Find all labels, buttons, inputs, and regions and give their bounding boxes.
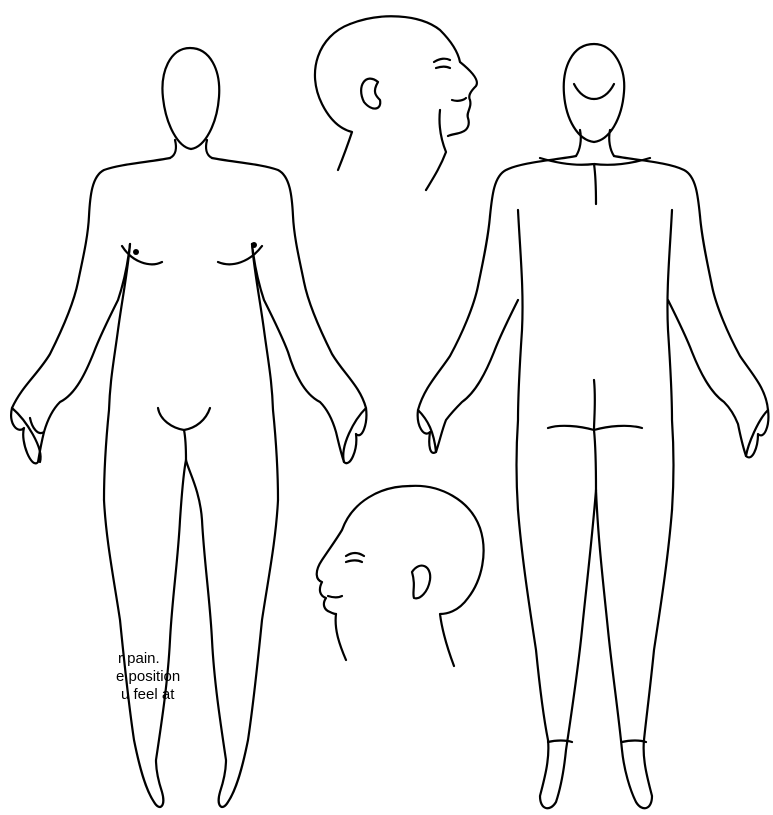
- front-right-arm: [212, 158, 366, 463]
- pain-instructions: r pain. e position u feel at: [0, 650, 180, 704]
- front-shoulders-arms: [11, 158, 170, 463]
- front-left-leg: [104, 460, 186, 807]
- back-torso-left: [517, 210, 523, 510]
- instruction-line-3: u feel at: [121, 686, 180, 704]
- head-profile-right-eye: [434, 59, 450, 68]
- back-ankles: [548, 741, 646, 743]
- head-profile-left-eye: [346, 553, 364, 562]
- front-torso-left: [104, 244, 130, 500]
- front-right-leg: [186, 460, 278, 807]
- back-buttocks: [548, 380, 642, 490]
- front-neck-left: [170, 140, 176, 158]
- instruction-line-1: r pain.: [118, 650, 180, 668]
- front-torso-right: [252, 244, 278, 500]
- head-profile-right-face: [350, 16, 477, 136]
- head-profile-left-face: [317, 486, 410, 614]
- front-neck-right: [206, 140, 212, 158]
- back-scapula: [540, 158, 650, 204]
- back-torso-right: [667, 210, 673, 510]
- head-profile-right-mouth: [452, 98, 466, 101]
- front-pelvis: [158, 408, 210, 460]
- head-profile-left-mouth: [328, 596, 342, 598]
- instruction-line-2: e position: [116, 668, 180, 686]
- front-left-nipple: [133, 249, 139, 255]
- back-left-leg: [518, 490, 596, 808]
- head-profile-right-outline: [315, 24, 446, 190]
- head-profile-left-outline: [336, 486, 484, 666]
- head-profile-right: [315, 16, 477, 190]
- back-head: [564, 44, 624, 142]
- back-left-arm: [418, 216, 518, 453]
- back-right-leg: [596, 490, 672, 808]
- head-profile-left: [317, 486, 484, 666]
- front-head: [162, 48, 219, 149]
- head-profile-right-ear: [361, 79, 380, 109]
- back-neck: [576, 130, 614, 156]
- front-chest: [122, 246, 262, 264]
- back-hairline: [574, 84, 614, 99]
- back-body-figure: [418, 44, 769, 808]
- back-right-arm: [668, 216, 768, 457]
- head-profile-left-ear: [412, 566, 430, 599]
- back-left-hand: [418, 410, 436, 452]
